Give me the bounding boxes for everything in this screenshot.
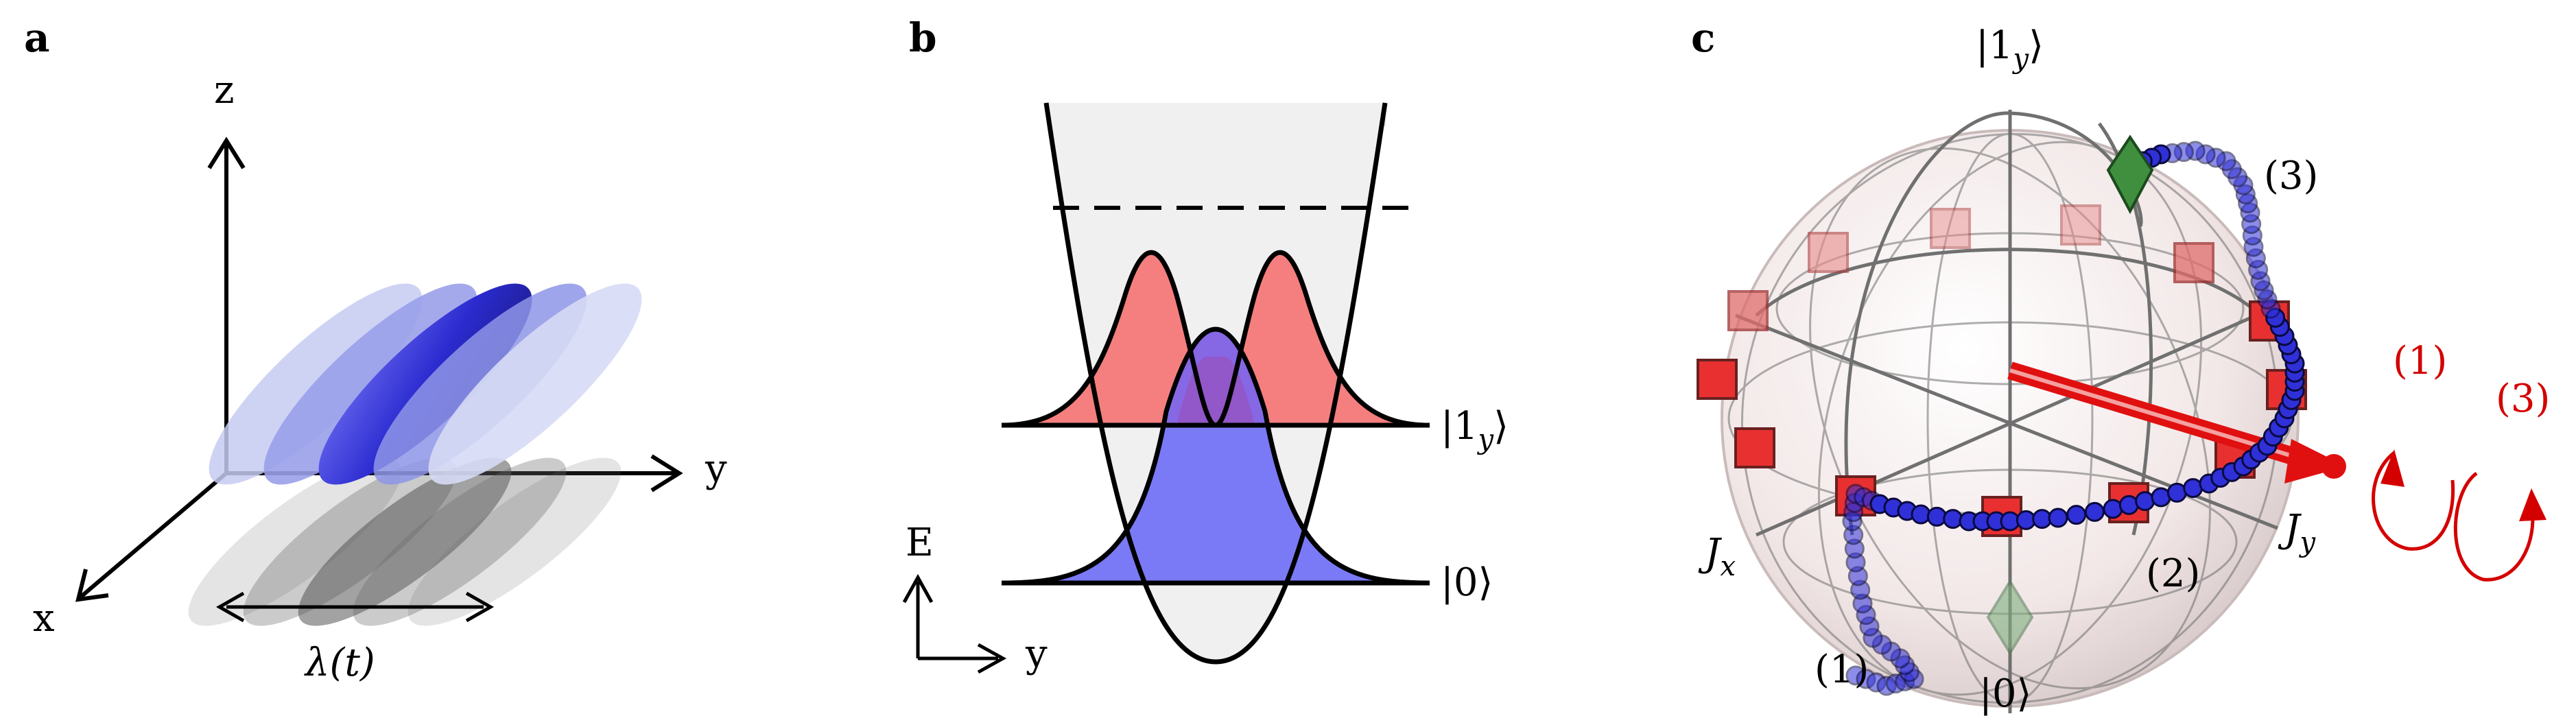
marker-green-top bbox=[2106, 134, 2154, 215]
trajectory bbox=[1842, 141, 2305, 696]
trajectory-bead bbox=[2048, 508, 2068, 528]
panel-c: c bbox=[1691, 14, 2550, 716]
jy-label: Jy bbox=[2278, 507, 2316, 558]
rotation-arrow-1 bbox=[2372, 451, 2455, 551]
segment-label-3: (3) bbox=[2264, 154, 2318, 198]
panel-b: b |1y⟩ |0⟩ E y bbox=[902, 14, 1509, 676]
width-arrow-right-head bbox=[465, 591, 495, 623]
trajectory-bead bbox=[2066, 505, 2087, 525]
marker-red bbox=[1808, 232, 1849, 273]
rotation-label-3: (3) bbox=[2496, 377, 2550, 421]
marker-red bbox=[1727, 290, 1769, 331]
position-axis-arrowhead bbox=[977, 643, 1007, 674]
segment-label-2: (2) bbox=[2146, 551, 2200, 596]
x-axis bbox=[80, 471, 228, 599]
x-axis-label: x bbox=[33, 596, 55, 641]
marker-red bbox=[1697, 359, 1738, 400]
z-axis-label: z bbox=[214, 68, 235, 112]
ground-state-label: |0⟩ bbox=[1441, 560, 1493, 605]
marker-red bbox=[2173, 242, 2214, 283]
trajectory-bead bbox=[1911, 504, 1931, 525]
width-label: λ(t) bbox=[304, 641, 375, 685]
panel-a: a z y x λ(t) bbox=[24, 14, 727, 685]
x-axis-arrowhead bbox=[75, 569, 109, 602]
trajectory-bead bbox=[2135, 491, 2155, 512]
trajectory-bead bbox=[1943, 509, 1963, 529]
rotation-label-1: (1) bbox=[2393, 339, 2447, 383]
panel-label-b: b bbox=[909, 14, 937, 61]
trajectory-bead bbox=[1926, 506, 1947, 527]
marker-green-bottom bbox=[1986, 579, 2034, 656]
energy-axis-arrowhead bbox=[902, 573, 934, 604]
ground-wavefunction bbox=[1002, 329, 1430, 583]
y-axis-label: y bbox=[705, 446, 727, 491]
excited-wavefunction bbox=[1002, 252, 1430, 425]
width-arrow-left-head bbox=[215, 591, 245, 623]
y-axis-arrowhead bbox=[650, 454, 683, 492]
lattice-shadows bbox=[188, 457, 622, 626]
ground-outline bbox=[1001, 326, 1430, 586]
excited-state-label: |1y⟩ bbox=[1441, 404, 1509, 455]
energy-axis-label: E bbox=[906, 521, 934, 565]
panel-label-a: a bbox=[24, 14, 50, 61]
top-state-label: |1y⟩ bbox=[1976, 23, 2044, 75]
marker-red bbox=[1930, 208, 1971, 249]
rotation-arrow-3 bbox=[2453, 472, 2535, 582]
marker-red bbox=[2060, 204, 2101, 246]
position-axis-label: y bbox=[1025, 632, 1048, 676]
segment-label-1: (1) bbox=[1815, 647, 1869, 692]
lattice-pancakes bbox=[209, 283, 642, 485]
bottom-state-label: |0⟩ bbox=[1979, 671, 2031, 716]
trajectory-bead bbox=[2084, 501, 2105, 522]
marker-red bbox=[1734, 427, 1775, 468]
trajectory-bead bbox=[2103, 499, 2123, 519]
jx-label: Jx bbox=[1698, 531, 1736, 582]
panel-label-c: c bbox=[1691, 14, 1715, 61]
trap-parabola bbox=[1043, 102, 1388, 665]
rotation-indicators: (1) (3) bbox=[2372, 339, 2550, 582]
trajectory-bead bbox=[2118, 494, 2139, 515]
z-axis-arrowhead bbox=[207, 136, 246, 169]
